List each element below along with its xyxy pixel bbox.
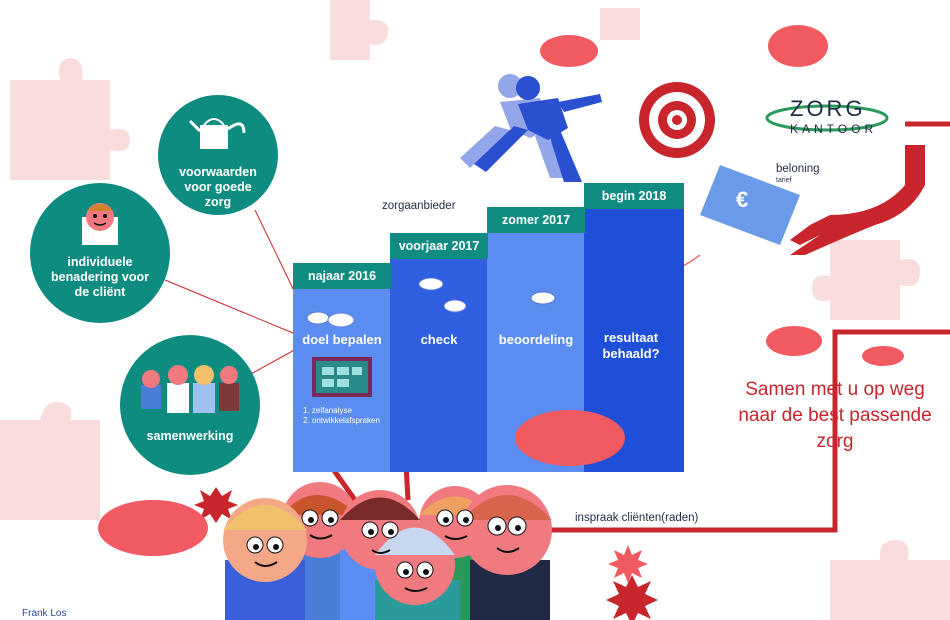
euro-symbol: € [736,187,749,212]
zorgkantoor-logo [765,104,889,132]
circle-condities-label: voorwaarden voor goede zorg [179,165,257,209]
puzzle-piece-bottom-left [0,401,100,520]
runner-icon [460,74,602,182]
euro-tag [700,165,800,245]
circle-individueel: individuele benadering voor de cliënt [30,183,170,323]
target-icon [639,82,715,158]
circle-individueel-label: individuele benadering voor de cliënt [51,255,149,299]
step-1-note-1: 1. zelfanalyse [303,406,352,415]
coral-bubble-steps [515,410,625,466]
logo-text-bottom: KANTOOR [790,122,878,136]
puzzle-piece-bottom-right [830,540,950,620]
circle-samenwerking: samenwerking [120,335,260,475]
face-3 [462,485,552,620]
face-5 [223,498,307,620]
coral-bubble-top [540,35,598,67]
slogan: Samen met u op weg naar de best passende… [738,379,932,452]
logo-text-top: ZORG [790,96,866,121]
starburst-1 [194,487,238,523]
circle-samenwerking-label: samenwerking [146,429,234,443]
zorgaanbieder-label: zorgaanbieder [382,200,456,212]
step-2-block [390,258,488,472]
step-4-text: resultaat behaald? [602,330,660,361]
starburst-2 [608,545,648,583]
board-icon [312,357,372,397]
step-1-text: doel bepalen [302,332,382,347]
inspraak-label: inspraak cliënten(raden) [575,512,699,524]
author-label: Frank Los [22,608,67,619]
client-crowd [223,482,552,620]
coral-bubble-left [98,500,208,556]
connector-line-2 [164,279,306,339]
puzzle-piece-right [812,240,920,320]
beloning-label: beloning [776,163,820,175]
puzzle-piece-top [330,0,389,60]
reward-hand [700,145,925,255]
coral-bubble-logo [768,25,828,67]
coral-bubble-right-2 [862,346,904,366]
step-3-text: beoordeling [498,332,574,347]
puzzle-piece-top-mid [600,8,640,40]
team-icon [141,365,239,413]
white-bubbles [306,277,556,328]
step-1-period: najaar 2016 [293,263,391,289]
person-icon [82,203,118,245]
step-2-period: voorjaar 2017 [390,233,488,259]
starburst-3 [606,575,658,620]
watering-can-icon [188,118,246,149]
puzzle-piece-top-left [10,58,130,180]
step-3-period: zomer 2017 [487,207,585,233]
circle-condities: voorwaarden voor goede zorg [158,95,278,215]
step-2-text: check [420,332,458,347]
step-1-note-2: 2. ontwikkelafspraken [303,416,380,425]
step-4-period: begin 2018 [584,183,684,209]
coral-bubble-right-1 [766,326,822,356]
frame-line [550,329,950,533]
tarief-label: tarief [776,177,792,184]
